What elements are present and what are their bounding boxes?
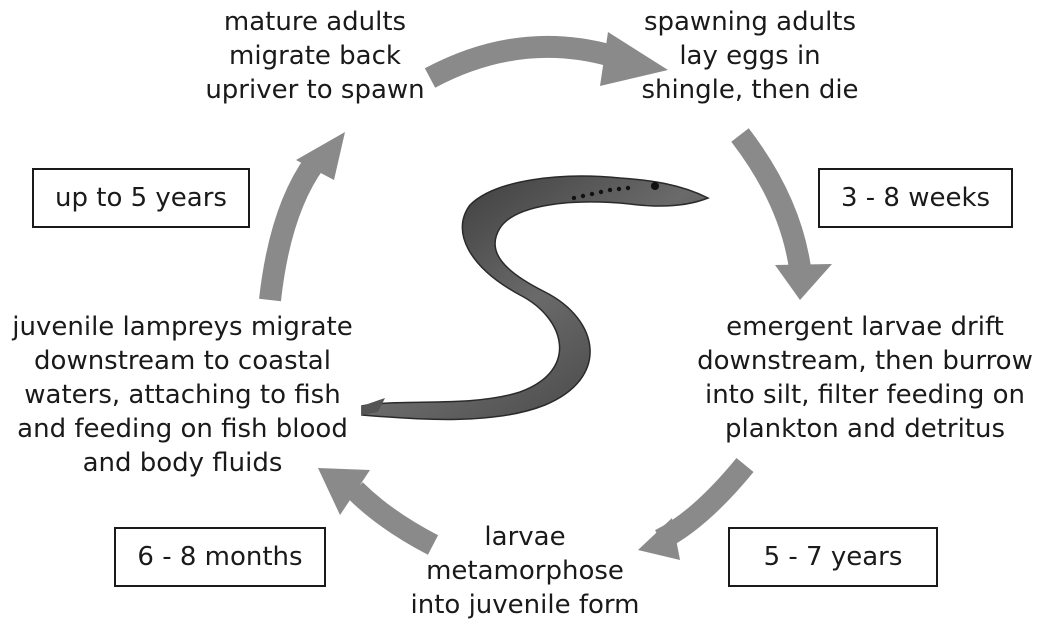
arrowhead-to-larvae <box>775 264 832 300</box>
arrow-to-mature <box>270 162 315 300</box>
duration-adult-phase: up to 5 years <box>32 168 250 228</box>
stage-metamorphose: larvae metamorphose into juvenile form <box>400 520 650 622</box>
lamprey-illustration-icon <box>362 176 708 419</box>
arrow-to-spawning <box>430 47 612 78</box>
stage-spawning-adults: spawning adults lay eggs in shingle, the… <box>610 5 890 107</box>
duration-juvenile-phase: 6 - 8 months <box>114 527 326 587</box>
stage-emergent-larvae: emergent larvae drift downstream, then b… <box>690 310 1040 446</box>
arrow-to-larvae <box>740 135 800 268</box>
duration-larval-phase: 5 - 7 years <box>728 527 938 587</box>
stage-mature-adults: mature adults migrate back upriver to sp… <box>175 5 455 107</box>
duration-egg-phase: 3 - 8 weeks <box>818 168 1013 228</box>
arrow-heads <box>296 32 832 560</box>
stage-juvenile-lampreys: juvenile lampreys migrate downstream to … <box>0 310 365 480</box>
